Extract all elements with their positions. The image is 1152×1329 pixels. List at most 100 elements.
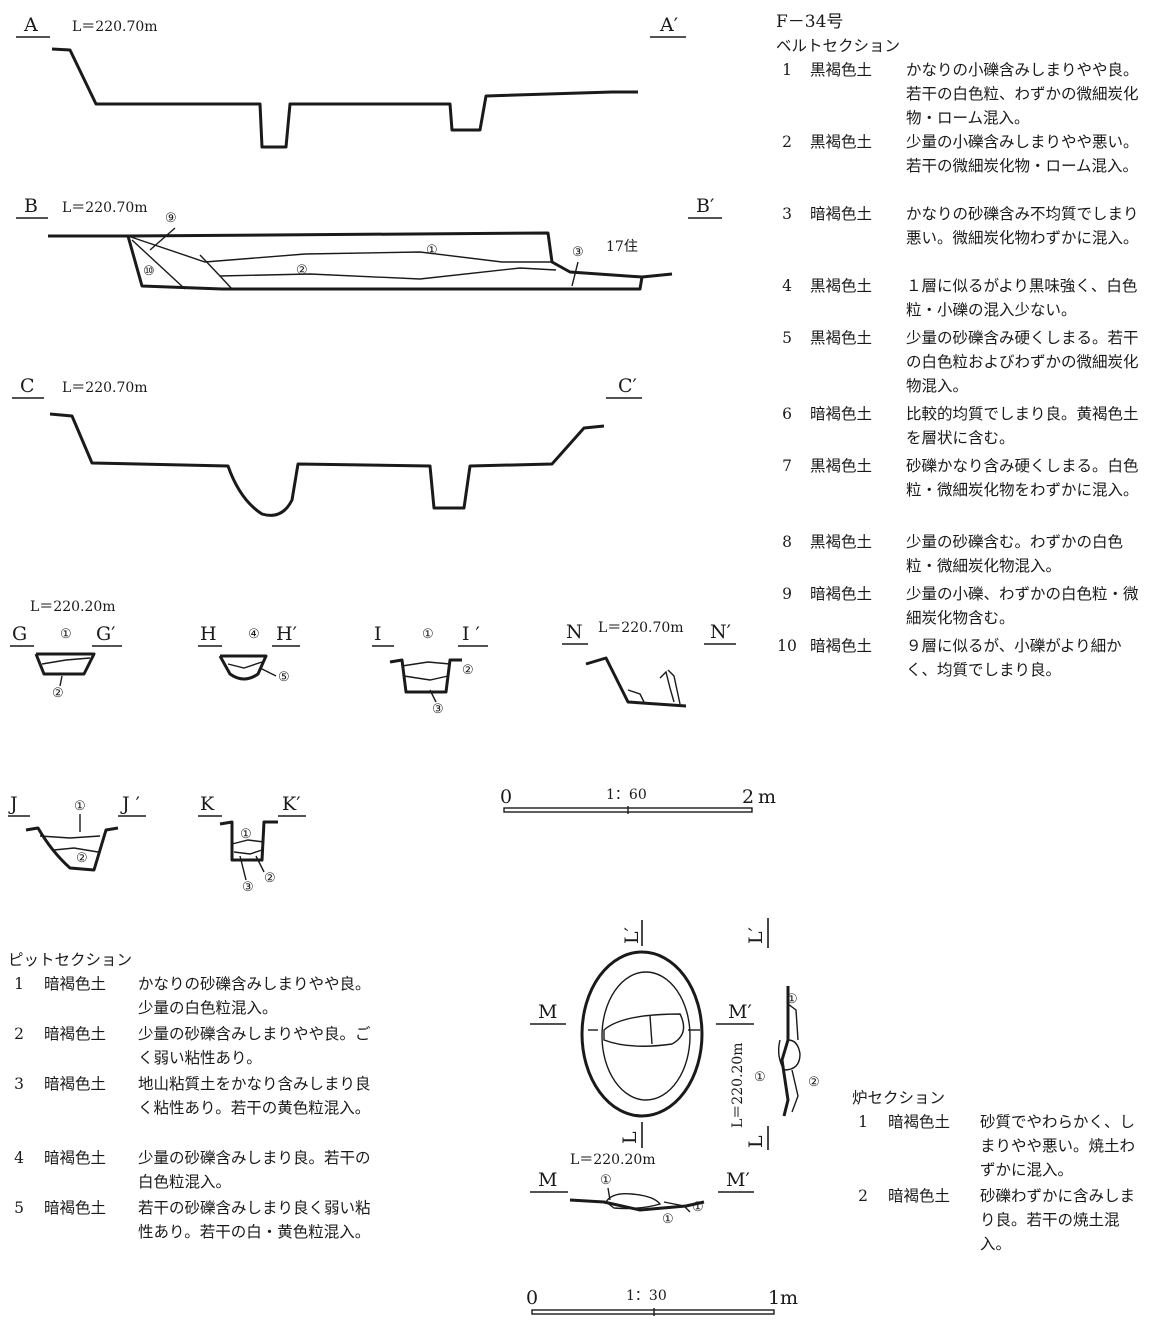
- desc-text: 砂礫わずかに含みしまり良。若干の焼土混入。: [980, 1187, 1136, 1253]
- layer-color: 暗褐色土: [44, 1149, 107, 1167]
- belt-row-10: 10 暗褐色土 ９層に似るが、小礫がより細かく、均質でしまり良。: [776, 634, 1146, 686]
- layer-no: 3: [782, 205, 792, 223]
- circle-1-l: ①: [754, 1070, 766, 1085]
- layer-desc: 比較的均質でしまり良。黄褐色土を層状に含む。: [906, 402, 1144, 450]
- pit-row-1: 1 暗褐色土 かなりの砂礫含みしまりやや良。少量の白色粒混入。: [8, 972, 388, 1022]
- hearth-section-m: L＝220.20m M M′ ① ① ①: [530, 1152, 754, 1227]
- layer-no: 6: [782, 405, 792, 423]
- scale30-ratio: 1：30: [626, 1288, 667, 1304]
- circle-10: ⑩: [143, 264, 155, 279]
- circle-2-k: ②: [264, 871, 276, 886]
- section-g: L＝220.20m G G′ ① ②: [10, 599, 122, 701]
- circle-3-b: ③: [572, 245, 584, 260]
- layer-color: 黒褐色土: [810, 533, 873, 551]
- section-h: H H′ ④ ⑤: [198, 623, 300, 685]
- label-k-prime: K′: [282, 793, 301, 815]
- belt-row-1: 1 黒褐色土 かなりの小礫含みしまりやや良。若干の白色粒、わずかの微細炭化物・ロ…: [776, 58, 1146, 130]
- label-n: N: [566, 621, 583, 643]
- label-i: I: [374, 623, 382, 645]
- belt-row-4: 4 黒褐色土 １層に似るがより黒味強く、白色粒・小礫の混入少ない。: [776, 274, 1146, 326]
- layer-no: 7: [782, 457, 792, 475]
- label-b-prime: B′: [696, 195, 714, 217]
- layer-color: 黒褐色土: [810, 133, 873, 151]
- level-a: L＝220.70m: [72, 19, 158, 35]
- layer-color: 黒褐色土: [810, 61, 873, 79]
- circle-2-b: ②: [296, 263, 308, 278]
- layer-color: 暗褐色土: [44, 1199, 107, 1217]
- belt-row-3: 3 暗褐色土 かなりの砂礫含み不均質でしまり悪い。微細炭化物わずかに混入。: [776, 202, 1146, 274]
- label-m-h: M: [538, 1169, 557, 1191]
- hearth-heading: 炉セクション: [852, 1089, 946, 1107]
- desc-text: １層に似るがより黒味強く、白色粒・小礫の混入少ない。: [906, 277, 1138, 319]
- scale-bar-30: 0 1：30 1 m: [526, 1287, 798, 1316]
- desc-text: かなりの砂礫含み不均質でしまり悪い。微細炭化物わずかに混入。: [906, 205, 1139, 247]
- desc-text: 砂質でやわらかく、しまりやや悪い。焼土わずかに混入。: [980, 1113, 1136, 1179]
- section-j: J J ′ ① ②: [8, 793, 146, 872]
- label-i-prime: I ′: [462, 623, 480, 645]
- layer-desc: 砂礫わずかに含みしまり良。若干の焼土混入。: [980, 1184, 1146, 1256]
- page-title: F－34号: [776, 12, 844, 32]
- level-hearth-h: L＝220.20m: [570, 1152, 656, 1168]
- circle-2-g: ②: [52, 686, 64, 701]
- circle-4-h: ④: [248, 627, 260, 642]
- layer-no: 10: [777, 637, 797, 655]
- layer-color: 暗褐色土: [44, 1025, 107, 1043]
- level-b: L＝220.70m: [62, 200, 148, 216]
- layer-color: 黒褐色土: [810, 329, 873, 347]
- desc-text: かなりの砂礫含みしまりやや良。少量の白色粒混入。: [138, 975, 371, 1017]
- desc-text: かなりの小礫含みしまりやや良。若干の白色粒、わずかの微細炭化物・ローム混入。: [906, 61, 1139, 127]
- desc-text: 少量の小礫、わずかの白色粒・微細炭化物含む。: [906, 585, 1139, 627]
- label-k: K: [200, 793, 215, 815]
- circle-2-j: ②: [76, 851, 88, 866]
- scale60-end: 2: [742, 786, 754, 808]
- scale30-unit: m: [780, 1287, 798, 1309]
- layer-desc: 砂質でやわらかく、しまりやや悪い。焼土わずかに混入。: [980, 1110, 1146, 1182]
- layer-desc: １層に似るがより黒味強く、白色粒・小礫の混入少ない。: [906, 274, 1144, 322]
- belt-legend: F－34号 ベルトセクション 1 黒褐色土 かなりの小礫含みしまりやや良。若干の…: [776, 10, 1146, 686]
- belt-row-6: 6 暗褐色土 比較的均質でしまり良。黄褐色土を層状に含む。: [776, 402, 1146, 454]
- hearth-legend: 炉セクション 1 暗褐色土 砂質でやわらかく、しまりやや悪い。焼土わずかに混入。…: [852, 1086, 1148, 1258]
- label-n-prime: N′: [710, 621, 731, 643]
- level-hearth-v: L＝220.20m: [730, 1042, 746, 1128]
- pit-legend: ピットセクション 1 暗褐色土 かなりの砂礫含みしまりやや良。少量の白色粒混入。…: [8, 948, 388, 1270]
- section-b: B L＝220.70m B′ ⑨ ⑩ ① ② ③ 17住: [16, 195, 722, 291]
- circle-1-j: ①: [74, 799, 86, 814]
- section-i: I I ′ ① ② ③: [372, 623, 488, 717]
- desc-text: 少量の小礫含みしまりやや悪い。若干の微細炭化物・ローム混入。: [906, 133, 1139, 175]
- layer-color: 黒褐色土: [810, 277, 873, 295]
- section-a: A L＝220.70m A′: [16, 14, 686, 149]
- label-m: M: [538, 1001, 557, 1023]
- section-c: C L＝220.70m C′: [12, 375, 642, 517]
- hearth-plan: L′ M M′ L: [530, 920, 754, 1148]
- layer-color: 暗褐色土: [810, 585, 873, 603]
- circle-2-i: ②: [462, 663, 474, 678]
- pit-row-5: 5 暗褐色土 若干の砂礫含みしまり良く弱い粘性あり。若干の白・黄色粒混入。: [8, 1196, 388, 1270]
- layer-desc: 若干の砂礫含みしまり良く弱い粘性あり。若干の白・黄色粒混入。: [138, 1196, 384, 1244]
- circle-1-g: ①: [60, 627, 72, 642]
- layer-no: 2: [14, 1025, 24, 1043]
- belt-heading: ベルトセクション: [776, 37, 901, 55]
- hearth-row-1: 1 暗褐色土 砂質でやわらかく、しまりやや悪い。焼土わずかに混入。: [852, 1110, 1148, 1184]
- level-n: L＝220.70m: [598, 620, 684, 636]
- label-c: C: [20, 375, 35, 397]
- circle-1-m-top: ①: [600, 1173, 612, 1188]
- layer-no: 4: [14, 1149, 24, 1167]
- label-h: H: [200, 623, 217, 645]
- desc-text: 少量の砂礫含みしまりやや良。ごく弱い粘性あり。: [138, 1025, 371, 1067]
- layer-desc: かなりの砂礫含み不均質でしまり悪い。微細炭化物わずかに混入。: [906, 202, 1144, 250]
- desc-text: 地山粘質土をかなり含みしまり良く粘性あり。若干の黄色粒混入。: [138, 1075, 371, 1117]
- scale60-unit: m: [758, 786, 776, 808]
- circle-1-m-b: ①: [692, 1200, 704, 1215]
- layer-no: 4: [782, 277, 792, 295]
- label-l-top: L′: [621, 927, 643, 944]
- scale-bar-60: 0 1：60 2 m: [500, 786, 776, 814]
- layer-color: 暗褐色土: [44, 1075, 107, 1093]
- layer-no: 1: [858, 1113, 868, 1131]
- layer-color: 暗褐色土: [810, 405, 873, 423]
- layer-desc: 砂礫かなり含み硬くしまる。白色粒・微細炭化物をわずかに混入。: [906, 454, 1144, 502]
- layer-no: 2: [782, 133, 792, 151]
- desc-text: 若干の砂礫含みしまり良く弱い粘性あり。若干の白・黄色粒混入。: [138, 1199, 371, 1241]
- desc-text: 少量の砂礫含み硬くしまる。若干の白色粒およびわずかの微細炭化物混入。: [906, 329, 1139, 395]
- level-g: L＝220.20m: [30, 599, 116, 615]
